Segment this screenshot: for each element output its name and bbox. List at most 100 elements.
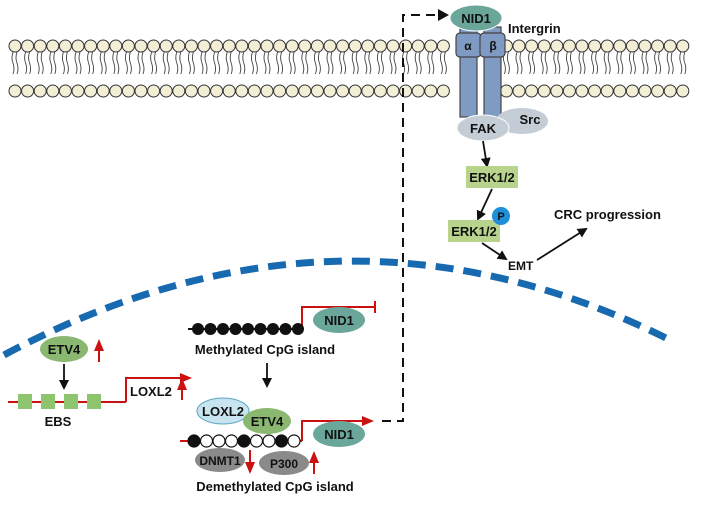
cpg-methylated-site bbox=[237, 434, 251, 448]
loxl2-tss-arrow bbox=[125, 373, 192, 402]
cpg-methylated-site bbox=[279, 323, 292, 335]
lipid-head-inner bbox=[336, 84, 350, 98]
lipid-head-outer bbox=[273, 39, 287, 53]
cpg-methylated-site bbox=[242, 323, 254, 335]
cpg-demethylated-site bbox=[224, 434, 239, 448]
lipid-tail bbox=[28, 51, 32, 75]
lipid-tail bbox=[280, 51, 284, 75]
lipid-tail bbox=[532, 51, 536, 75]
lipid-head-inner bbox=[33, 84, 47, 98]
dnmt1-label: DNMT1 bbox=[199, 454, 241, 468]
lipid-head-outer bbox=[285, 39, 299, 53]
cell-membrane bbox=[8, 39, 690, 98]
lipid-head-outer bbox=[121, 39, 135, 53]
lipid-tail bbox=[78, 51, 82, 75]
lipid-tail bbox=[137, 51, 141, 75]
lipid-head-outer bbox=[651, 39, 665, 53]
lipid-tail bbox=[179, 51, 183, 75]
lipid-head-inner bbox=[361, 84, 375, 98]
phospho-label: P bbox=[497, 211, 504, 223]
lipid-head-inner bbox=[663, 84, 677, 98]
lipid-tail bbox=[217, 51, 221, 75]
erk-upper-label: ERK1/2 bbox=[469, 170, 515, 185]
ebs-box bbox=[64, 394, 78, 409]
lipid-tail bbox=[670, 51, 674, 75]
cpg-methylated-site bbox=[192, 323, 204, 335]
lipid-head-inner bbox=[134, 84, 148, 98]
lipid-tail bbox=[654, 51, 658, 75]
loxl2-promoter bbox=[8, 373, 192, 409]
cpg-demethylated-site bbox=[262, 434, 276, 448]
lipid-head-inner bbox=[399, 84, 413, 98]
lipid-tail bbox=[191, 51, 195, 75]
erk-lower-label: ERK1/2 bbox=[451, 224, 497, 239]
lipid-head-inner bbox=[84, 84, 98, 98]
lipid-tail bbox=[150, 51, 154, 75]
lipid-head-inner bbox=[96, 84, 110, 98]
lipid-head-inner bbox=[121, 84, 135, 98]
lipid-head-inner bbox=[247, 84, 261, 98]
lipid-head-outer bbox=[184, 39, 198, 53]
lipid-tail bbox=[267, 51, 271, 75]
lipid-head-inner bbox=[537, 84, 551, 98]
lipid-head-inner bbox=[197, 84, 211, 98]
lipid-head-outer bbox=[512, 39, 526, 53]
lipid-head-outer bbox=[399, 39, 413, 53]
lipid-tail bbox=[204, 51, 208, 75]
cpg-methylated-site bbox=[217, 323, 229, 335]
lipid-tail bbox=[658, 51, 662, 75]
nid1-active-tss bbox=[301, 416, 374, 441]
lipid-head-outer bbox=[638, 39, 652, 53]
nid1-repressed-tss bbox=[301, 306, 375, 329]
lipid-head-inner bbox=[172, 84, 186, 98]
lipid-tail bbox=[591, 51, 595, 75]
lipid-tail bbox=[343, 51, 347, 75]
lipid-tail bbox=[683, 51, 687, 75]
lipid-tail bbox=[540, 51, 544, 75]
lipid-tail bbox=[351, 51, 355, 75]
lipid-head-inner bbox=[676, 84, 690, 98]
lipid-head-outer bbox=[84, 39, 98, 53]
lipid-tail bbox=[515, 51, 519, 75]
lipid-tail bbox=[36, 51, 40, 75]
lipid-head-inner bbox=[525, 84, 539, 98]
lipid-head-inner bbox=[8, 84, 22, 98]
integrin-label: Intergrin bbox=[508, 21, 561, 36]
lipid-tail bbox=[679, 51, 683, 75]
lipid-head-inner bbox=[651, 84, 665, 98]
lipid-tail bbox=[276, 51, 280, 75]
integrin-beta-label: β bbox=[489, 39, 496, 53]
loxl2-complex-node bbox=[196, 397, 250, 425]
lipid-head-outer bbox=[298, 39, 312, 53]
lipid-tail bbox=[292, 51, 296, 75]
lipid-head-outer bbox=[96, 39, 110, 53]
nid1-secretion-path bbox=[382, 14, 438, 422]
lipid-tail bbox=[641, 51, 645, 75]
lipid-tail bbox=[368, 51, 372, 75]
lipid-head-inner bbox=[562, 84, 576, 98]
lipid-tail bbox=[229, 51, 233, 75]
ebs-box bbox=[87, 394, 101, 409]
lipid-tail bbox=[339, 51, 343, 75]
lipid-tail bbox=[519, 51, 523, 75]
lipid-head-outer bbox=[172, 39, 186, 53]
lipid-tail bbox=[103, 51, 107, 75]
lipid-head-inner bbox=[222, 84, 236, 98]
lipid-head-outer bbox=[588, 39, 602, 53]
emt-label: EMT bbox=[508, 259, 534, 273]
lipid-tail bbox=[364, 51, 368, 75]
lipid-tail bbox=[393, 51, 397, 75]
lipid-tail bbox=[544, 51, 548, 75]
lipid-tail bbox=[565, 51, 569, 75]
lipid-tail bbox=[427, 51, 431, 75]
lipid-head-inner bbox=[298, 84, 312, 98]
lipid-head-outer bbox=[676, 39, 690, 53]
lipid-head-outer bbox=[247, 39, 261, 53]
lipid-head-inner bbox=[512, 84, 526, 98]
loxl2-complex-label: LOXL2 bbox=[202, 404, 244, 419]
cpg-methylated-site bbox=[292, 323, 304, 335]
lipid-tail bbox=[53, 51, 57, 75]
lipid-head-inner bbox=[260, 84, 274, 98]
nid1-methylated-label: NID1 bbox=[324, 313, 354, 328]
